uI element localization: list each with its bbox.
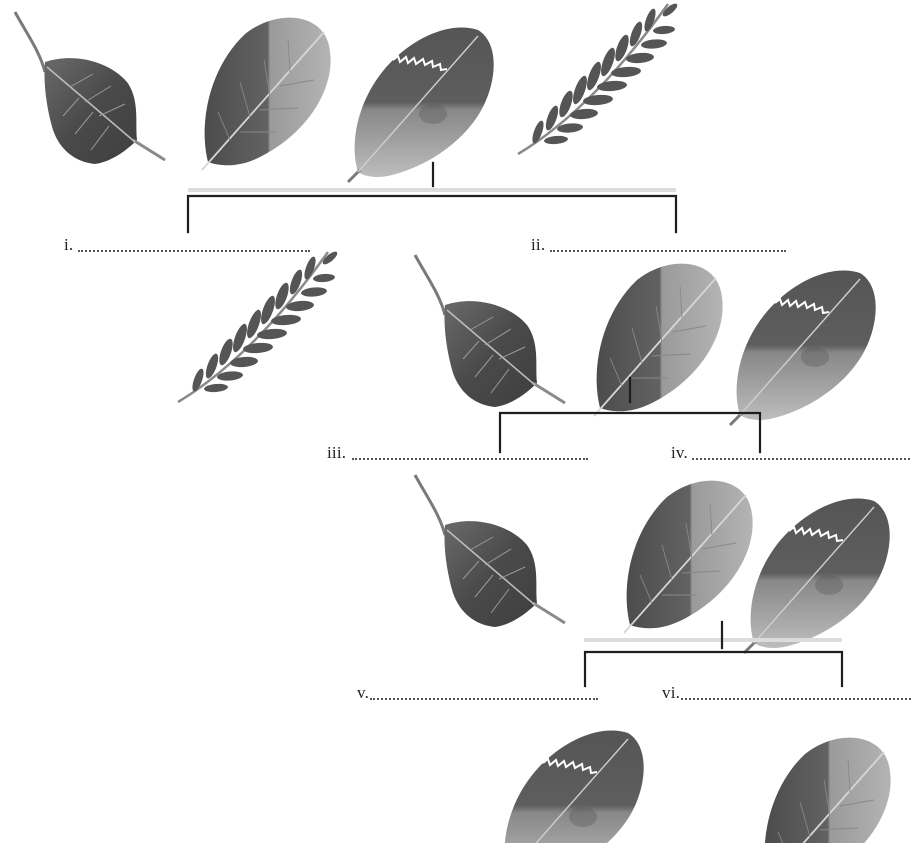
serrated-leaf-icon — [348, 28, 494, 182]
heart-shaped-leaf-icon — [415, 255, 565, 407]
compound-leaf-icon — [518, 2, 679, 154]
compound-leaf-icon — [178, 250, 339, 402]
bracket-1 — [188, 163, 676, 232]
answer-line-iv[interactable] — [692, 458, 910, 460]
answer-line-v[interactable] — [370, 698, 598, 700]
serrated-leaf-icon — [730, 271, 876, 425]
serrated-leaf-icon — [744, 499, 890, 653]
heart-shaped-leaf-icon — [15, 12, 165, 164]
serrated-leaf-icon — [498, 731, 644, 843]
label-iv: iv. — [671, 444, 688, 461]
heart-shaped-leaf-icon — [415, 475, 565, 627]
label-v: v. — [357, 684, 369, 701]
oval-smooth-leaf-icon — [594, 264, 723, 416]
bracket-2 — [500, 378, 760, 452]
answer-line-iii[interactable] — [352, 458, 588, 460]
label-vi: vi. — [662, 684, 680, 701]
label-iii: iii. — [327, 444, 346, 461]
label-ii: ii. — [531, 236, 545, 253]
oval-smooth-leaf-icon — [762, 738, 891, 843]
oval-smooth-leaf-icon — [202, 18, 331, 170]
answer-line-vi[interactable] — [681, 698, 911, 700]
oval-smooth-leaf-icon — [624, 481, 753, 633]
answer-line-ii[interactable] — [550, 250, 786, 252]
answer-line-i[interactable] — [78, 250, 310, 252]
label-i: i. — [64, 236, 73, 253]
